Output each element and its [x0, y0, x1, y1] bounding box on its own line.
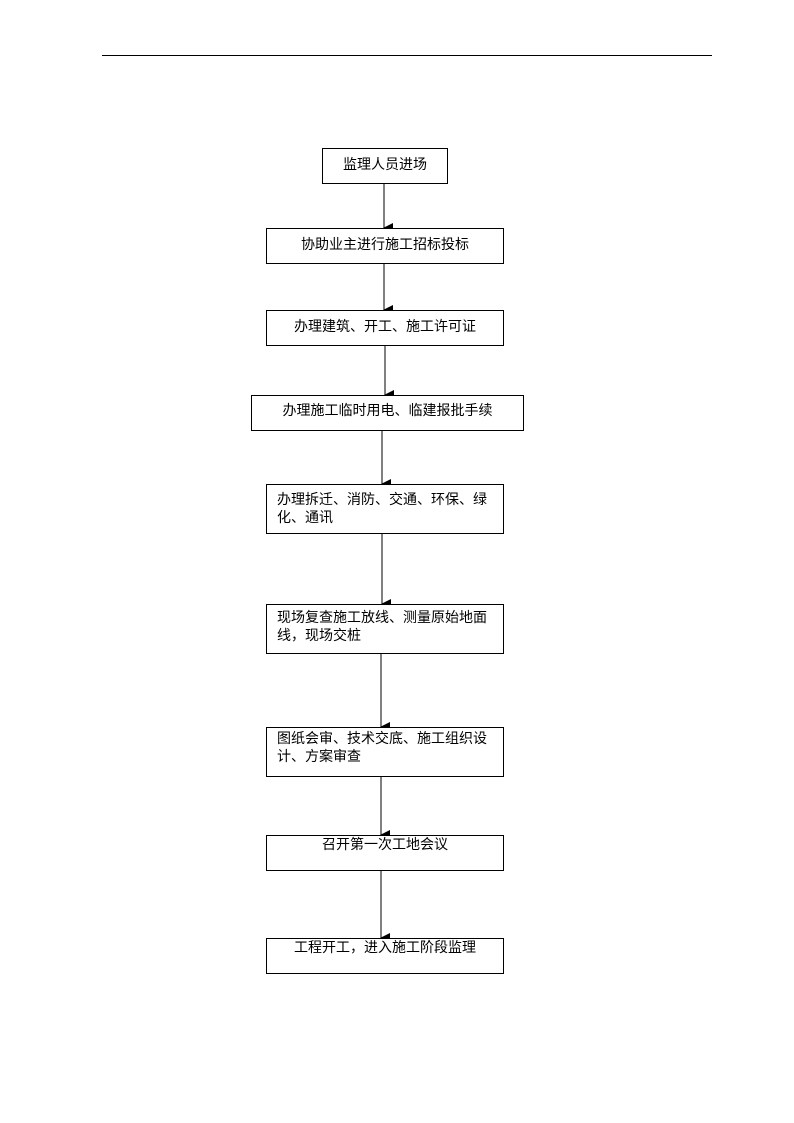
step-label-6: 现场复查施工放线、测量原始地面 线，现场交桩	[277, 610, 487, 644]
step-box-3: 办理建筑、开工、施工许可证	[266, 310, 504, 346]
step-box-5: 办理拆迁、消防、交通、环保、绿 化、通讯	[266, 484, 504, 534]
step-label-8: 召开第一次工地会议	[322, 837, 448, 853]
step-label-3: 办理建筑、开工、施工许可证	[294, 319, 476, 335]
step-box-1: 监理人员进场	[322, 148, 448, 184]
step-label-4: 办理施工临时用电、临建报批手续	[282, 403, 493, 419]
step-label-9: 工程开工，进入施工阶段监理	[294, 940, 476, 956]
step-label-1: 监理人员进场	[343, 157, 427, 173]
step-label-2: 协助业主进行施工招标投标	[301, 237, 469, 253]
step-box-2: 协助业主进行施工招标投标	[266, 228, 504, 264]
step-box-4: 办理施工临时用电、临建报批手续	[251, 395, 524, 431]
step-box-7: 图纸会审、技术交底、施工组织设 计、方案审查	[266, 727, 504, 777]
step-label-5: 办理拆迁、消防、交通、环保、绿 化、通讯	[277, 492, 487, 526]
header-rule	[102, 55, 712, 56]
step-box-6: 现场复查施工放线、测量原始地面 线，现场交桩	[266, 604, 504, 654]
step-box-9: 工程开工，进入施工阶段监理	[266, 938, 504, 974]
step-box-8: 召开第一次工地会议	[266, 835, 504, 871]
step-label-7: 图纸会审、技术交底、施工组织设 计、方案审查	[277, 731, 487, 765]
